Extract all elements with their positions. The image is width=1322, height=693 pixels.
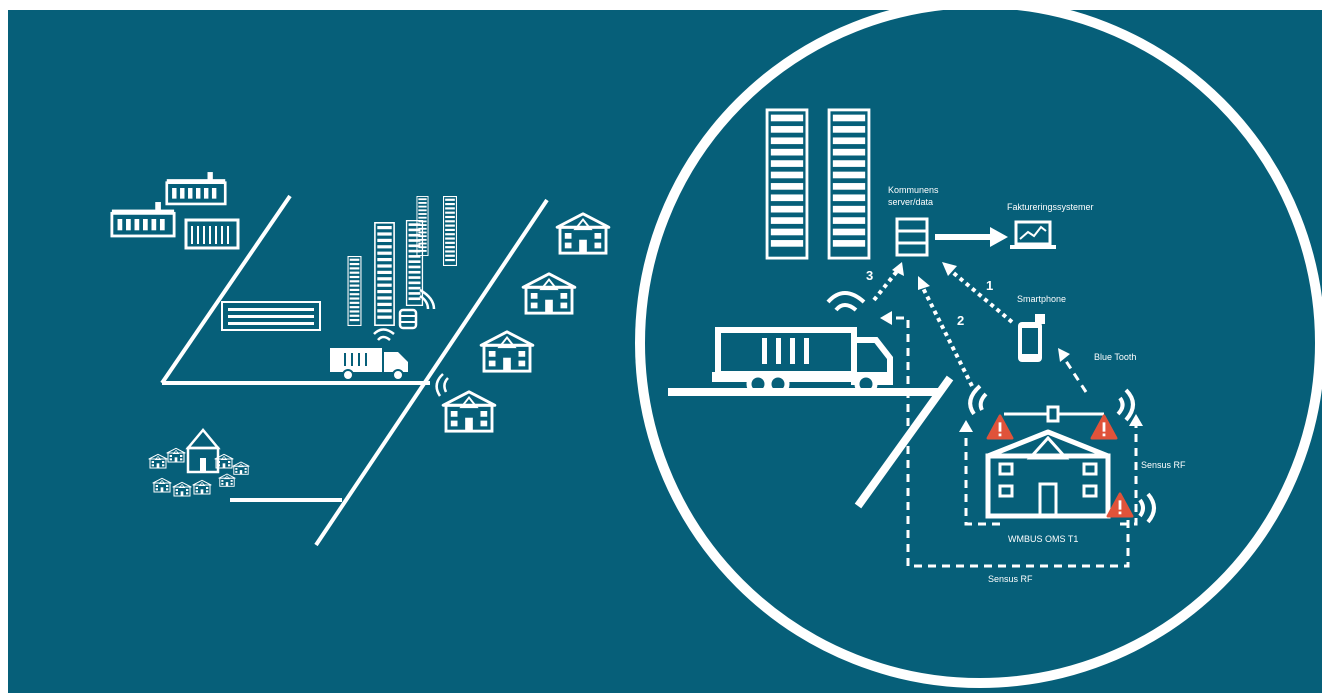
wmbus-label: WMBUS OMS T1	[1008, 534, 1078, 544]
zoom-circle: Kommunens server/data Faktureringssystem…	[635, 0, 1322, 688]
dashed-path	[964, 357, 1138, 526]
wireless-signal-icon	[968, 384, 1156, 524]
laptop-chart-icon	[1010, 220, 1056, 249]
arrow-heads	[959, 348, 1143, 432]
zone-divider-line	[160, 194, 292, 385]
step-number-2: 2	[957, 313, 964, 328]
diagram-panel	[8, 10, 1322, 693]
wireless-signal-icon	[826, 291, 866, 312]
server-rack-icon	[347, 196, 458, 326]
database-icon	[398, 308, 418, 330]
house-icon	[985, 429, 1111, 519]
sensor-bottom-label: Sensus RF	[988, 574, 1033, 584]
step-number-1: 1	[986, 278, 993, 293]
dashed-path	[888, 316, 1130, 568]
sensor-right-label: Sensus RF	[1141, 460, 1186, 470]
road	[668, 375, 954, 509]
arrow-head	[880, 311, 892, 325]
bluetooth-label: Blue Tooth	[1094, 352, 1136, 362]
wireless-signal-icon	[435, 373, 449, 397]
wireless-signal-icon	[373, 328, 395, 341]
factory-icon	[110, 170, 240, 250]
zone-divider-line	[314, 198, 549, 547]
house-icon	[441, 212, 611, 433]
billing-system-label: Faktureringssystemer	[1007, 202, 1094, 212]
garbage-truck-icon	[330, 348, 408, 381]
left-region	[110, 170, 611, 547]
office-building-icon	[221, 301, 321, 331]
smartphone-label: Smartphone	[1017, 294, 1066, 304]
wireless-signal-icon	[419, 288, 436, 310]
step-number-3: 3	[866, 268, 873, 283]
garbage-truck-icon	[712, 327, 893, 396]
smartphone-icon	[1018, 314, 1045, 362]
arrow-heads	[892, 262, 957, 290]
communal-server-icon	[895, 217, 929, 257]
data-flow-arrows	[872, 268, 1014, 387]
server-rack-icon	[765, 108, 871, 260]
communal-server-label: Kommunens server/data	[888, 185, 941, 207]
meter-network	[1004, 405, 1104, 423]
village-icon	[148, 428, 250, 497]
arrow-to-billing	[935, 227, 1008, 247]
